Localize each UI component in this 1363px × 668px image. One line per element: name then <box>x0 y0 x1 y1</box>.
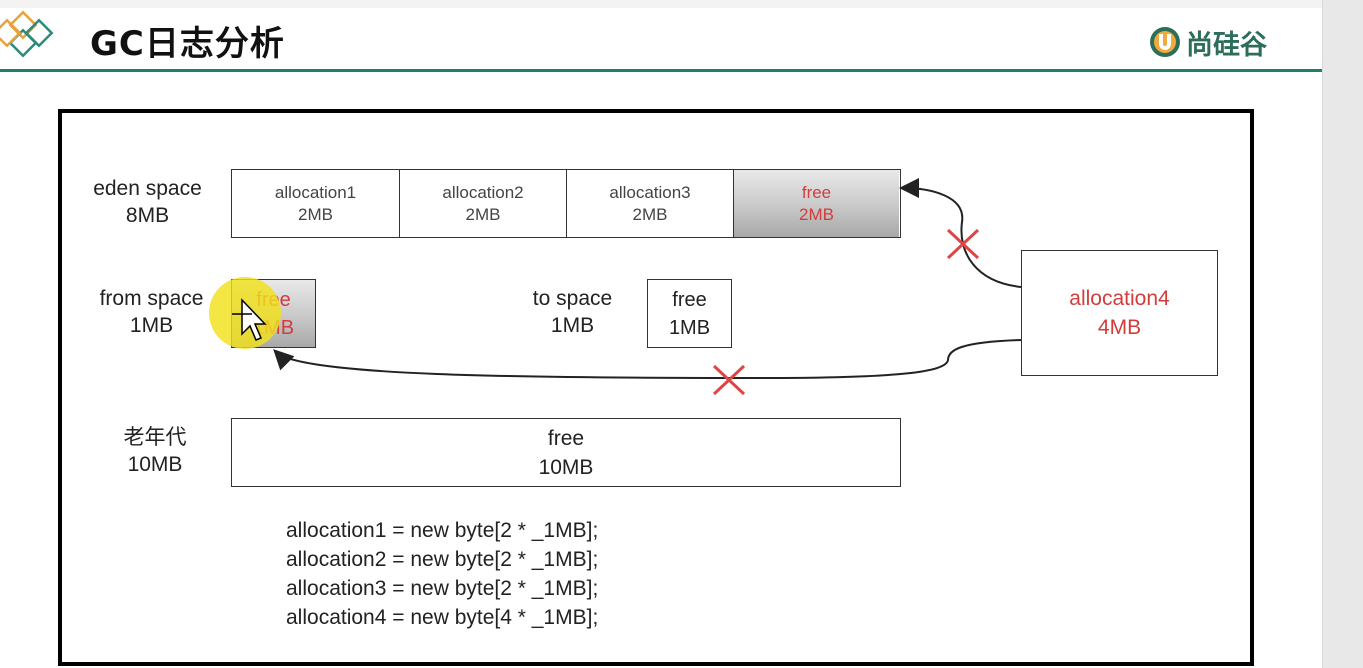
code-line: allocation2 = new byte[2 * _1MB]; <box>286 548 599 571</box>
eden-cell-size: 2MB <box>298 204 333 224</box>
diamond-logo-icon <box>0 10 54 58</box>
allocation4-box: allocation4 4MB <box>1021 250 1218 376</box>
eden-cell-size: 2MB <box>465 204 501 224</box>
eden-cell-allocation3: allocation3 2MB <box>567 170 734 237</box>
code-line: allocation1 = new byte[2 * _1MB]; <box>286 519 599 542</box>
from-space-label: from space 1MB <box>84 285 219 339</box>
allocation4-size: 4MB <box>1097 316 1142 339</box>
arrows-layer <box>209 178 1022 396</box>
from-space-title: from space <box>99 287 204 310</box>
brand-logo: 尚硅谷 <box>1148 22 1267 62</box>
window-side-strip <box>1322 0 1363 668</box>
code-line: allocation4 = new byte[4 * _1MB]; <box>286 606 599 629</box>
old-gen-label: 老年代 10MB <box>90 424 220 478</box>
old-gen-cell-name: free <box>547 426 585 450</box>
u-logo-icon <box>1150 27 1180 57</box>
eden-cell-size: 2MB <box>799 204 834 224</box>
old-gen-cell-size: 10MB <box>538 455 594 479</box>
page-title: GC日志分析 <box>90 24 285 64</box>
allocation4-name: allocation4 <box>1069 287 1170 310</box>
eden-cell-allocation1: allocation1 2MB <box>232 170 400 237</box>
eden-cell-size: 2MB <box>632 204 668 224</box>
old-gen-size: 10MB <box>127 453 183 476</box>
to-space-size: 1MB <box>550 314 595 337</box>
eden-space-size: 8MB <box>125 204 170 227</box>
code-block: allocation1 = new byte[2 * _1MB]; alloca… <box>286 516 598 632</box>
eden-cell-name: allocation1 <box>274 182 357 202</box>
to-space-label: to space 1MB <box>505 285 640 339</box>
mouse-cursor-icon <box>232 298 267 341</box>
arrow-to-eden-free <box>899 178 1022 288</box>
to-space-box: free 1MB <box>647 279 732 348</box>
old-gen-title: 老年代 <box>123 426 187 449</box>
to-space-cell-name: free <box>672 288 707 311</box>
to-space-title: to space <box>532 287 613 310</box>
red-x-icon <box>946 228 980 260</box>
old-gen-box: free 10MB <box>231 418 901 487</box>
arrow-to-from-space <box>273 339 1022 380</box>
eden-space-label: eden space 8MB <box>80 175 215 229</box>
eden-cell-name: free <box>801 182 832 202</box>
from-space-size: 1MB <box>129 314 174 337</box>
eden-cell-name: allocation2 <box>442 182 524 202</box>
eden-space-title: eden space <box>93 177 202 200</box>
code-line: allocation3 = new byte[2 * _1MB]; <box>286 577 599 600</box>
eden-cell-name: allocation3 <box>609 182 691 202</box>
top-bar <box>0 0 1322 8</box>
red-x-icon <box>712 364 746 396</box>
to-space-cell-size: 1MB <box>668 316 711 339</box>
eden-space-bar: allocation1 2MB allocation2 2MB allocati… <box>231 169 901 238</box>
slide: GC日志分析 尚硅谷 eden space 8MB allocation1 2M… <box>0 0 1322 668</box>
eden-cell-allocation2: allocation2 2MB <box>400 170 567 237</box>
eden-cell-free: free 2MB <box>734 170 899 237</box>
brand-name: 尚硅谷 <box>1186 29 1267 61</box>
header-divider <box>0 69 1322 72</box>
